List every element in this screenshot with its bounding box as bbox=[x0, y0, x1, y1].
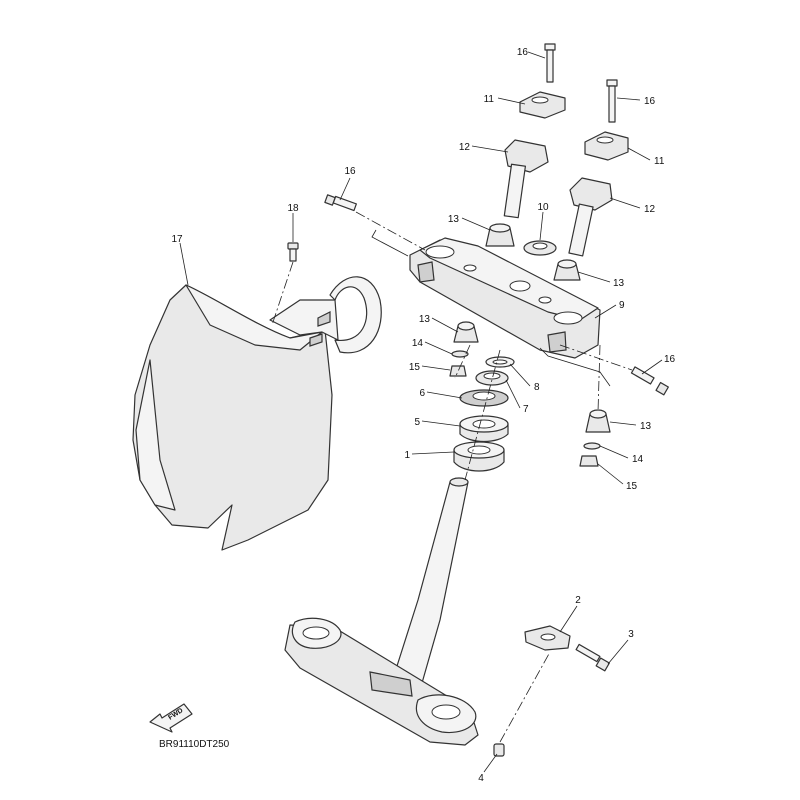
damper-centerline-left bbox=[454, 344, 471, 379]
handlebar-holder-right bbox=[568, 79, 629, 257]
callout-11: 11 bbox=[654, 156, 665, 167]
callout-11: 11 bbox=[484, 94, 495, 105]
washer-14-a bbox=[451, 350, 469, 358]
washer-14-b bbox=[583, 442, 601, 450]
leader-lines bbox=[179, 51, 663, 773]
callout-17: 17 bbox=[171, 234, 183, 245]
bearing-5 bbox=[459, 415, 509, 443]
callout-16: 16 bbox=[664, 354, 676, 365]
damper-13-a bbox=[485, 223, 515, 247]
callout-16: 16 bbox=[517, 47, 529, 58]
callout-10: 10 bbox=[537, 202, 549, 213]
callout-13: 13 bbox=[419, 314, 431, 325]
nut-15-b bbox=[579, 455, 599, 467]
bolt-16-right bbox=[539, 344, 669, 396]
handlebar-holder-left bbox=[503, 43, 566, 219]
callout-1: 1 bbox=[404, 450, 410, 461]
callout-7: 7 bbox=[523, 404, 529, 415]
callout-12: 12 bbox=[644, 204, 656, 215]
collar-10 bbox=[523, 240, 557, 256]
callout-13: 13 bbox=[613, 278, 625, 289]
damper-13-c bbox=[453, 321, 479, 343]
washer-8 bbox=[485, 356, 515, 368]
stem-centerline bbox=[464, 349, 501, 481]
callout-15: 15 bbox=[409, 362, 421, 373]
callout-5: 5 bbox=[414, 417, 420, 428]
callout-9: 9 bbox=[619, 300, 625, 311]
bearing-1 bbox=[453, 441, 505, 472]
diagram-reference-code: BR91110DT250 bbox=[159, 739, 230, 750]
callout-16: 16 bbox=[644, 96, 656, 107]
cable-clamp-2 bbox=[524, 625, 571, 651]
callout-14: 14 bbox=[412, 338, 424, 349]
callout-2: 2 bbox=[575, 595, 581, 606]
callout-14: 14 bbox=[632, 454, 644, 465]
upper-triple-clamp bbox=[409, 237, 601, 359]
callout-8: 8 bbox=[534, 382, 540, 393]
callouts: 16 11 12 16 11 12 16 18 17 13 10 13 9 13… bbox=[171, 47, 675, 784]
fwd-arrow-icon: FWD bbox=[149, 703, 193, 733]
damper-centerline-right bbox=[597, 344, 601, 413]
callout-15: 15 bbox=[626, 481, 638, 492]
callout-13: 13 bbox=[640, 421, 652, 432]
callout-18: 18 bbox=[287, 203, 299, 214]
nut-15-a bbox=[449, 365, 467, 377]
bolt-18 bbox=[271, 242, 299, 326]
callout-16: 16 bbox=[344, 166, 356, 177]
damper-13-d bbox=[585, 409, 611, 433]
callout-12: 12 bbox=[459, 142, 471, 153]
number-plate bbox=[132, 276, 382, 551]
callout-13: 13 bbox=[448, 214, 460, 225]
bolt-3 bbox=[575, 643, 610, 672]
lower-bracket bbox=[284, 477, 479, 746]
callout-3: 3 bbox=[628, 629, 634, 640]
bolt-16-left bbox=[324, 194, 426, 257]
bolt-4 bbox=[493, 651, 551, 757]
ring-nut-7 bbox=[475, 370, 509, 386]
damper-13-b bbox=[553, 259, 581, 281]
seal-6 bbox=[459, 389, 509, 407]
callout-6: 6 bbox=[419, 388, 425, 399]
callout-4: 4 bbox=[478, 773, 484, 784]
